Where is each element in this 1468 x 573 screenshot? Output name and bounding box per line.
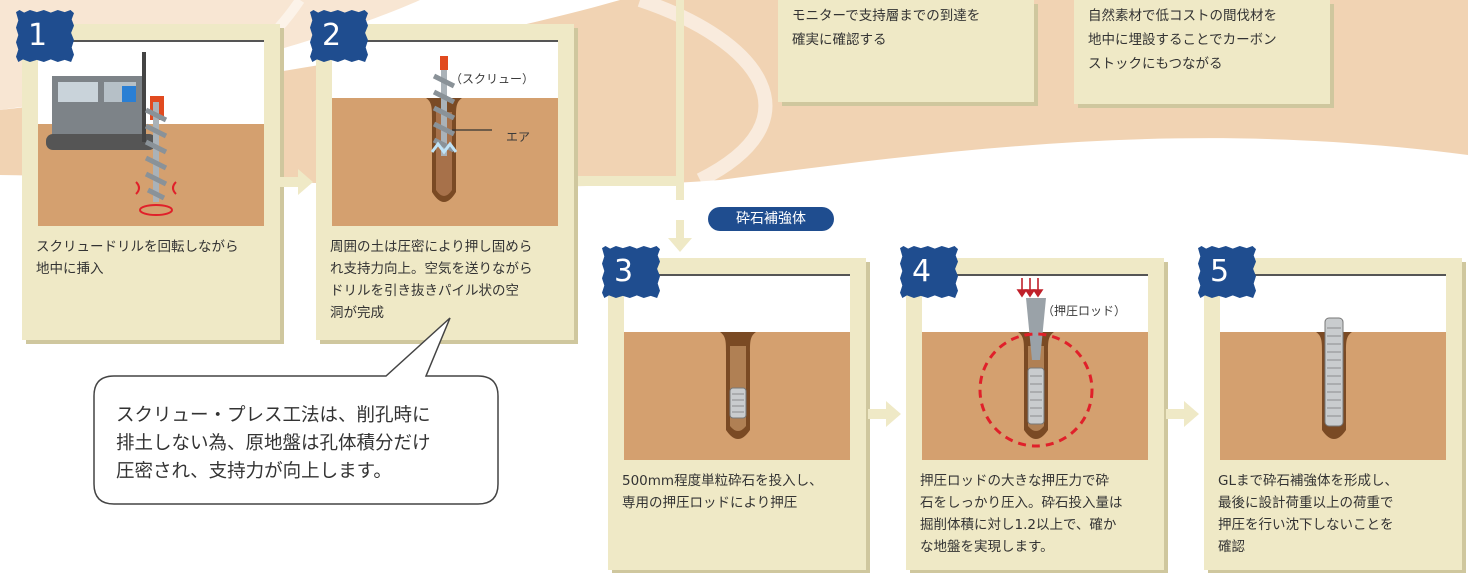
step-3-illustration bbox=[624, 274, 850, 460]
step-5-badge: 5 bbox=[1198, 246, 1256, 298]
connector-horizontal bbox=[574, 176, 684, 186]
step-5-illustration bbox=[1220, 274, 1446, 460]
rod-label: （押圧ロッド） bbox=[1042, 304, 1127, 318]
step-2-line: ドリルを引き抜きパイル状の空 bbox=[330, 283, 519, 299]
callout-text: スクリュー・プレス工法は、削孔時に 排土しない為、原地盤は孔体積分だけ 圧密され… bbox=[116, 402, 496, 486]
step-4-line: 掘削体積に対し1.2以上で、確か bbox=[920, 517, 1117, 533]
top-card-line: 自然素材で低コストの間伐材を bbox=[1088, 8, 1277, 24]
crushed-stone-pill: 砕石補強体 bbox=[708, 207, 834, 231]
screw-label: （スクリュー） bbox=[450, 72, 535, 86]
air-label: エア bbox=[506, 130, 531, 144]
step-1-line: スクリュードリルを回転しながら bbox=[36, 239, 239, 255]
top-card-timber: 自然素材で低コストの間伐材を 地中に埋設することでカーボン ストックにもつながる bbox=[1074, 0, 1330, 104]
step-1-card: スクリュードリルを回転しながら 地中に挿入 bbox=[22, 24, 280, 340]
step-4-line: な地盤を実現します。 bbox=[920, 539, 1054, 555]
step-4-line: 押圧ロッドの大きな押圧力で砕 bbox=[920, 473, 1109, 489]
step-4-card: （押圧ロッド） 押圧ロッドの大きな押圧力で砕 石をしっかり圧入。砕石投入量は 掘… bbox=[906, 258, 1164, 570]
top-card-monitor: モニターで支持層までの到達を 確実に確認する bbox=[778, 0, 1034, 102]
right-arrow-icon bbox=[1166, 401, 1199, 427]
step-2-line: れ支持力向上。空気を送りながら bbox=[330, 261, 533, 277]
step-2-line: 周囲の土は圧密により押し固めら bbox=[330, 239, 533, 255]
step-2-badge: 2 bbox=[310, 10, 368, 62]
down-arrow-icon bbox=[668, 220, 692, 252]
step-1-badge: 1 bbox=[16, 10, 74, 62]
step-2-line: 洞が完成 bbox=[330, 305, 384, 321]
step-2-illustration bbox=[332, 40, 558, 226]
connector-vertical bbox=[676, 0, 684, 200]
top-card-line: ストックにもつながる bbox=[1088, 56, 1223, 72]
callout-line: 圧密され、支持力が向上します。 bbox=[116, 461, 392, 482]
top-card-line: 地中に埋設することでカーボン bbox=[1088, 32, 1277, 48]
step-3-badge: 3 bbox=[602, 246, 660, 298]
callout-line: スクリュー・プレス工法は、削孔時に bbox=[116, 405, 431, 426]
step-5-line: GLまで砕石補強体を形成し、 bbox=[1218, 473, 1398, 489]
step-1-illustration bbox=[38, 40, 264, 226]
right-arrow-icon bbox=[280, 169, 313, 195]
step-5-line: 確認 bbox=[1218, 539, 1245, 555]
top-card-line: モニターで支持層までの到達を bbox=[792, 8, 981, 24]
step-4-line: 石をしっかり圧入。砕石投入量は bbox=[920, 495, 1123, 511]
step-4-badge: 4 bbox=[900, 246, 958, 298]
callout-bubble bbox=[93, 317, 499, 505]
step-5-line: 最後に設計荷重以上の荷重で bbox=[1218, 495, 1394, 511]
right-arrow-icon bbox=[868, 401, 901, 427]
step-2-card: （スクリュー） エア 周囲の土は圧密により押し固めら れ支持力向上。空気を送りな… bbox=[316, 24, 574, 340]
step-4-illustration bbox=[922, 274, 1148, 460]
step-1-line: 地中に挿入 bbox=[36, 261, 104, 277]
step-5-line: 押圧を行い沈下しないことを bbox=[1218, 517, 1394, 533]
step-3-card: 500mm程度単粒砕石を投入し、 専用の押圧ロッドにより押圧 bbox=[608, 258, 866, 570]
step-5-card: GLまで砕石補強体を形成し、 最後に設計荷重以上の荷重で 押圧を行い沈下しないこ… bbox=[1204, 258, 1462, 570]
step-3-line: 専用の押圧ロッドにより押圧 bbox=[622, 495, 798, 511]
top-card-line: 確実に確認する bbox=[792, 32, 887, 48]
callout-line: 排土しない為、原地盤は孔体積分だけ bbox=[116, 433, 431, 454]
step-3-line: 500mm程度単粒砕石を投入し、 bbox=[622, 473, 823, 489]
